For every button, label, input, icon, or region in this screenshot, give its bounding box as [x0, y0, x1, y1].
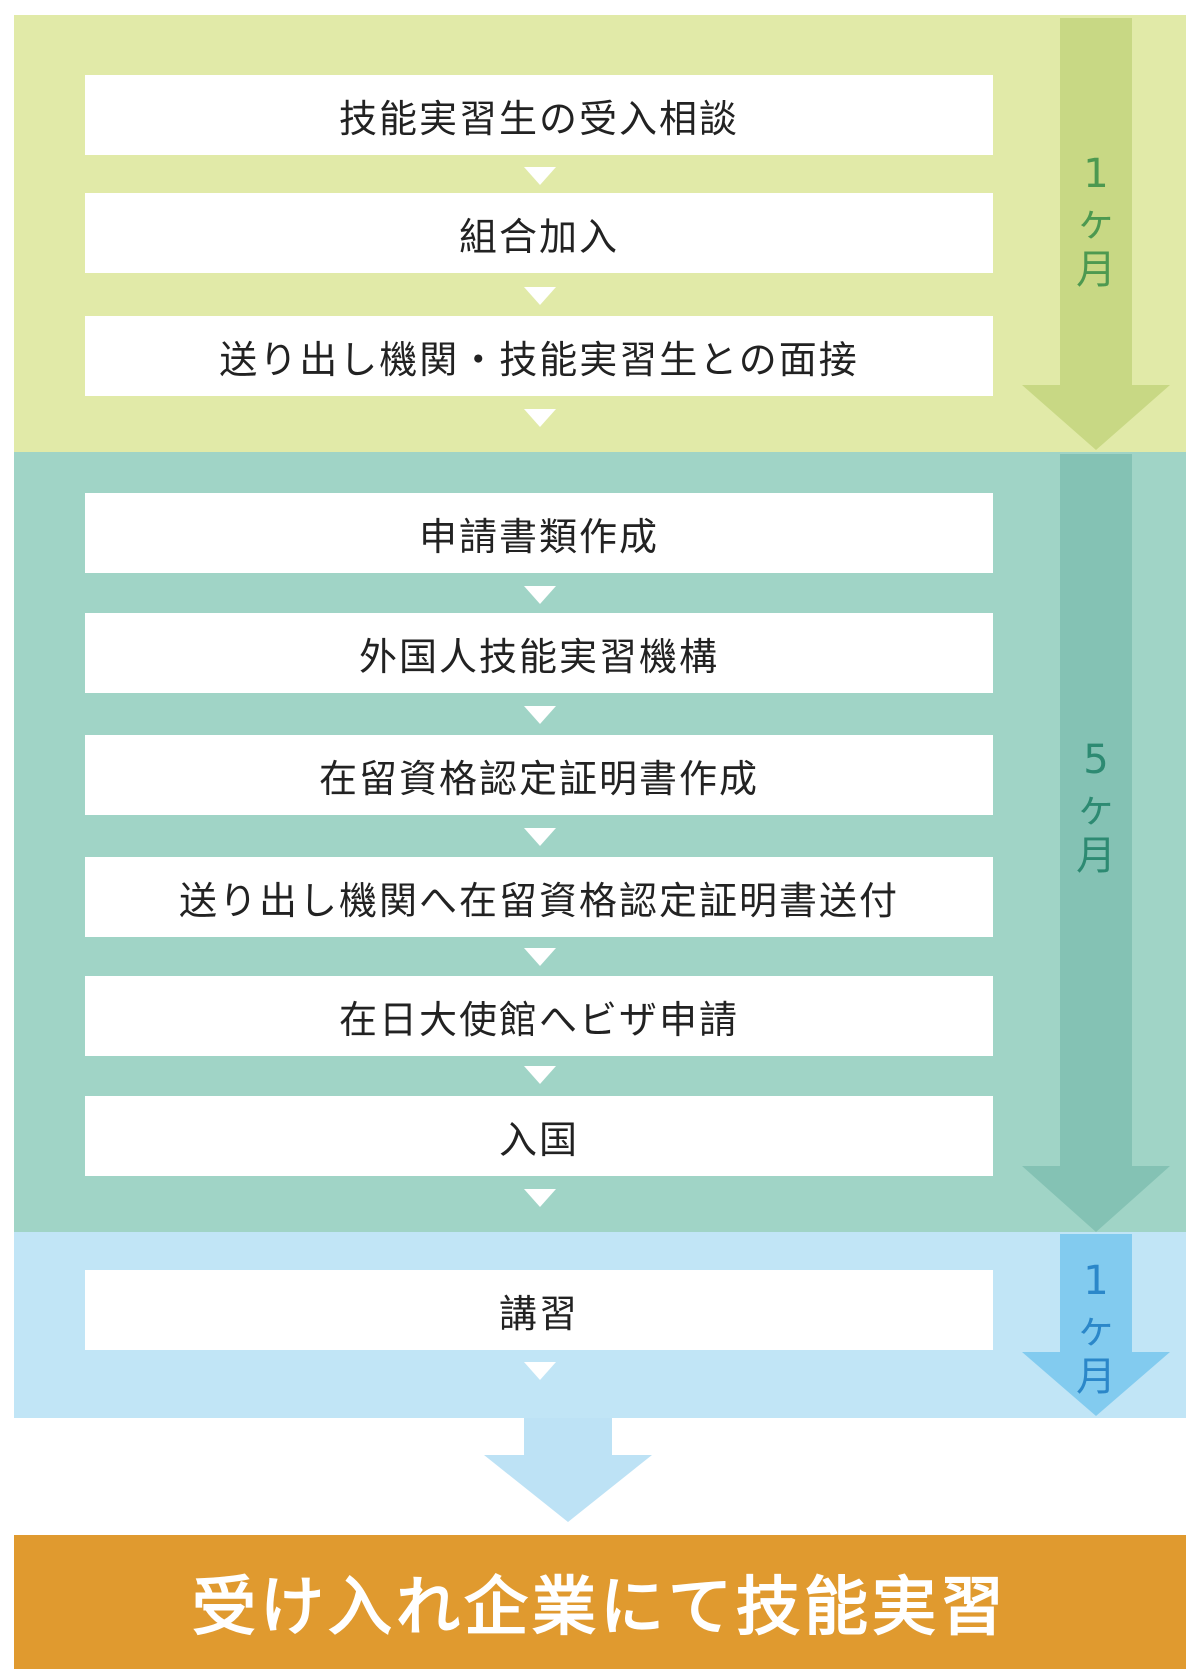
step-training: 講習	[85, 1270, 993, 1350]
step-consultation: 技能実習生の受入相談	[85, 75, 993, 155]
step-label: 組合加入	[458, 214, 619, 259]
final-result-banner: 受け入れ企業にて技能実習	[14, 1535, 1186, 1669]
connector-arrow	[484, 1418, 652, 1522]
step-otit: 外国人技能実習機構	[85, 613, 993, 693]
step-arrow	[524, 167, 556, 185]
step-label: 外国人技能実習機構	[358, 634, 719, 679]
step-label: 送り出し機関・技能実習生との面接	[219, 337, 859, 382]
step-arrow	[524, 409, 556, 427]
phase-1-duration-arrow	[1022, 18, 1170, 450]
step-arrow	[524, 586, 556, 604]
step-arrow	[524, 706, 556, 724]
phase-2-duration-arrow	[1022, 454, 1170, 1232]
step-coe-creation: 在留資格認定証明書作成	[85, 735, 993, 815]
step-arrow	[524, 1189, 556, 1207]
phase-2-duration: 5 ヶ 月	[1076, 737, 1116, 879]
step-arrow	[524, 287, 556, 305]
step-visa-application: 在日大使館へビザ申請	[85, 976, 993, 1056]
step-label: 送り出し機関へ在留資格認定証明書送付	[178, 878, 899, 923]
phase-3-duration-arrow	[1022, 1234, 1170, 1416]
step-label: 申請書類作成	[418, 514, 659, 559]
step-coe-sending: 送り出し機関へ在留資格認定証明書送付	[85, 857, 993, 937]
step-label: 在留資格認定証明書作成	[318, 756, 759, 801]
step-label: 入国	[498, 1117, 579, 1162]
phase-3-duration: 1 ヶ 月	[1076, 1258, 1116, 1400]
step-label: 在日大使館へビザ申請	[338, 997, 739, 1042]
step-entry: 入国	[85, 1096, 993, 1176]
step-application-documents: 申請書類作成	[85, 493, 993, 573]
step-label: 講習	[498, 1291, 579, 1336]
step-interview: 送り出し機関・技能実習生との面接	[85, 316, 993, 396]
phase-1-duration: 1 ヶ 月	[1076, 151, 1116, 293]
step-arrow	[524, 1066, 556, 1084]
step-arrow	[524, 948, 556, 966]
step-union-membership: 組合加入	[85, 193, 993, 273]
final-result-label: 受け入れ企業にて技能実習	[192, 1571, 1008, 1645]
step-arrow	[524, 1362, 556, 1380]
step-arrow	[524, 828, 556, 846]
step-label: 技能実習生の受入相談	[338, 96, 739, 141]
